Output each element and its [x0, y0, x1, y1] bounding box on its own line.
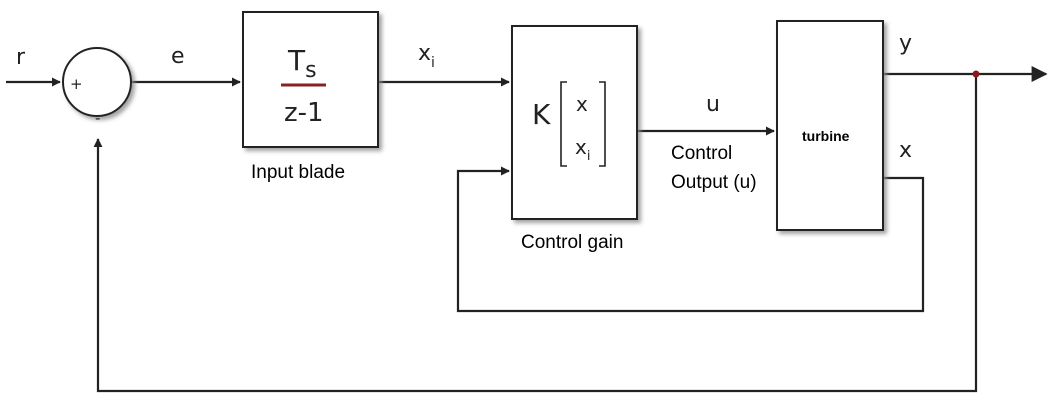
- control-output-caption-line1: Control: [671, 143, 732, 164]
- integrator-denominator: z-1: [284, 98, 324, 128]
- sum-minus-sign: -: [95, 109, 100, 127]
- signal-r-label: r: [16, 45, 26, 70]
- sum-plus-sign: +: [70, 75, 83, 93]
- turbine-label: turbine: [802, 128, 850, 144]
- signal-u-label: u: [706, 92, 720, 117]
- signal-y-label: y: [899, 31, 912, 56]
- signal-e-label: e: [171, 44, 185, 69]
- gain-block: K x xi: [511, 25, 638, 220]
- turbine-block: turbine: [776, 20, 884, 231]
- integrator-numerator: Ts: [287, 44, 317, 83]
- summing-junction: + -: [62, 47, 132, 127]
- gain-caption: Control gain: [521, 232, 623, 253]
- gain-vector-x: x: [576, 92, 588, 116]
- signal-xi-label: xi: [418, 41, 435, 71]
- state-feedback-line: [456, 166, 925, 313]
- gain-vector-xi: xi: [575, 135, 590, 164]
- output-branch-point: [972, 70, 980, 78]
- output-feedback-line: [93, 74, 978, 393]
- left-bracket: [560, 81, 567, 167]
- signal-x-label: x: [899, 138, 912, 163]
- integrator-block: Ts z-1: [242, 11, 379, 148]
- control-output-caption-line2: Output (u): [671, 172, 757, 193]
- gain-symbol: K: [532, 98, 551, 131]
- right-bracket: [599, 81, 606, 167]
- integrator-caption: Input blade: [251, 162, 345, 183]
